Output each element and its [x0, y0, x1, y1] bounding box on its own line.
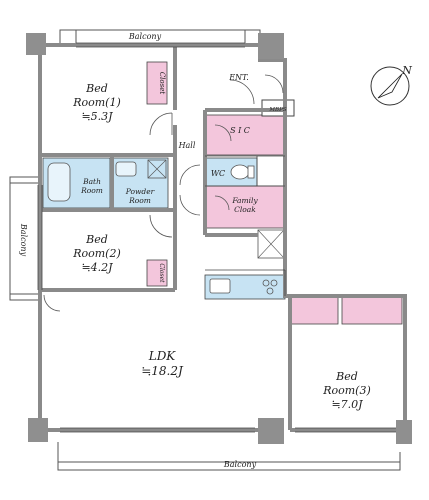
- closet-top-label: Closet: [158, 72, 166, 95]
- bed2-label: Bed: [85, 233, 108, 246]
- closet-mid-label: Closet: [158, 263, 165, 283]
- sic-room: [204, 114, 286, 156]
- wc-label: WC: [211, 169, 225, 178]
- compass: N: [370, 64, 412, 106]
- ent-label: ENT.: [228, 73, 249, 82]
- hall-label: Hall: [178, 141, 196, 150]
- washer-space: [147, 159, 167, 179]
- closet-mid: [146, 259, 168, 287]
- powder-label: Powder: [125, 187, 155, 196]
- bath-label: Bath: [82, 177, 101, 186]
- closet-top: [146, 61, 168, 105]
- balcony-bottom: [57, 442, 401, 471]
- family-cloak-room: [204, 185, 286, 229]
- bed1-label-2: Room(1): [72, 96, 121, 109]
- sink: [209, 278, 231, 294]
- mbps-label: MBPS: [268, 107, 286, 113]
- bed3-size: ≒7.0J: [331, 398, 363, 411]
- balcony-left: [9, 176, 38, 301]
- toilet: [230, 164, 250, 180]
- family-cloak-label: Family: [231, 196, 258, 205]
- bed1-label: Bed: [85, 82, 108, 95]
- ldk-label: LDK: [148, 349, 177, 363]
- balcony-bottom-label: Balcony: [223, 460, 257, 469]
- ldk-size: ≒18.2J: [141, 364, 184, 378]
- bed3-label-2: Room(3): [322, 384, 371, 397]
- columns: [26, 33, 412, 444]
- washbasin: [115, 161, 137, 177]
- bed2-label-2: Room(2): [72, 247, 121, 260]
- sic-label: S I C: [230, 126, 250, 135]
- bed3-label: Bed: [335, 370, 358, 383]
- compass-north-label: N: [401, 64, 412, 77]
- door-swings: [43, 74, 284, 312]
- powder-label-2: Room: [128, 196, 151, 205]
- family-cloak-label-2: Cloak: [234, 205, 256, 214]
- stove-burner: [262, 279, 270, 287]
- bed1-size: ≒5.3J: [81, 110, 113, 123]
- bed2-size: ≒4.2J: [81, 261, 113, 274]
- balcony-top-label: Balcony: [128, 32, 162, 41]
- bathtub: [47, 162, 71, 202]
- bath-label-2: Room: [80, 186, 103, 195]
- balcony-left-label: Balcony: [19, 223, 28, 257]
- closet-bed3-right: [341, 295, 403, 325]
- closet-bed3-left: [289, 295, 339, 325]
